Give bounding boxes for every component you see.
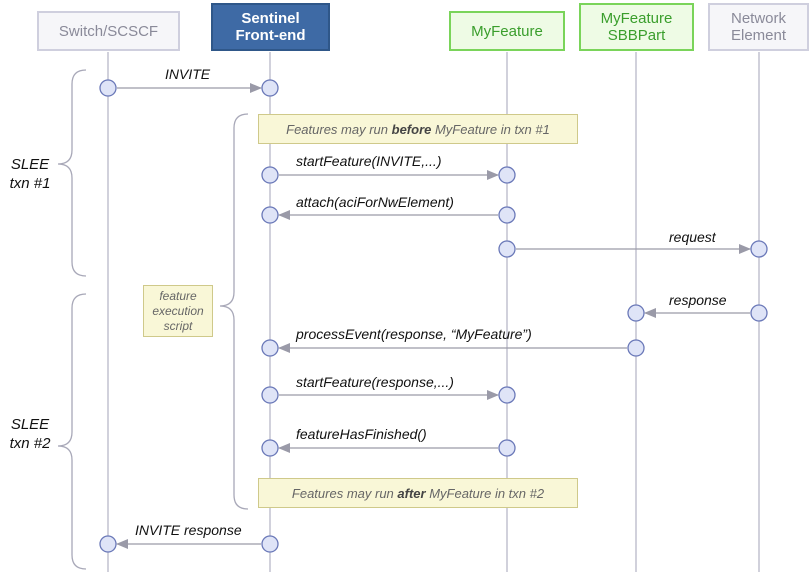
note-before: Features may run before MyFeature in txn… [258, 114, 578, 144]
msg-feature-has-finished: featureHasFinished() [296, 426, 427, 442]
note-after-post: MyFeature in txn #2 [425, 485, 545, 501]
node [261, 439, 279, 457]
node [99, 79, 117, 97]
txn2-line2: txn #2 [9, 435, 51, 452]
txn2-label: SLEE txn #2 [0, 415, 60, 453]
node [261, 166, 279, 184]
participant-sbbpart: MyFeature SBBPart [579, 3, 694, 51]
feature-script-brace [219, 113, 249, 510]
txn1-line2: txn #1 [9, 175, 51, 192]
note-before-bold: before [391, 121, 432, 137]
node [261, 339, 279, 357]
txn1-line1: SLEE [10, 156, 50, 173]
msg-start-feature-invite: startFeature(INVITE,...) [296, 153, 442, 169]
node [750, 304, 768, 322]
node [261, 386, 279, 404]
msg-start-feature-response: startFeature(response,...) [296, 374, 454, 390]
note-script-line3: script [163, 318, 193, 333]
node [261, 79, 279, 97]
participant-switch-label: Switch/SCSCF [58, 22, 159, 40]
msg-attach: attach(aciForNwElement) [296, 194, 454, 210]
node [498, 439, 516, 457]
txn1-label: SLEE txn #1 [0, 155, 60, 193]
note-feature-execution-script: feature execution script [143, 285, 213, 337]
participant-sbbpart-line2: SBBPart [607, 27, 666, 44]
participant-network: Network Element [708, 3, 809, 51]
node [627, 304, 645, 322]
msg-request: request [669, 229, 716, 245]
node [498, 166, 516, 184]
node [498, 206, 516, 224]
msg-invite: INVITE [165, 66, 211, 82]
node [261, 206, 279, 224]
msg-invite-response: INVITE response [135, 522, 242, 538]
participant-myfeature: MyFeature [449, 11, 565, 51]
participant-switch: Switch/SCSCF [37, 11, 180, 51]
node [261, 535, 279, 553]
note-script-line1: feature [159, 288, 197, 303]
msg-process-event: processEvent(response, “MyFeature”) [296, 326, 532, 342]
note-script-line2: execution [152, 303, 204, 318]
participant-myfeature-label: MyFeature [471, 22, 543, 40]
note-after-bold: after [397, 485, 426, 501]
note-before-post: MyFeature in txn #1 [431, 121, 550, 137]
participant-sentinel-line2: Front-end [235, 27, 306, 44]
node [750, 240, 768, 258]
txn1-brace [57, 69, 87, 277]
txn2-line1: SLEE [10, 416, 50, 433]
note-after-pre: Features may run [291, 485, 398, 501]
participant-network-line1: Network [730, 10, 786, 27]
participant-network-line2: Element [730, 27, 787, 44]
note-after: Features may run after MyFeature in txn … [258, 478, 578, 508]
node [99, 535, 117, 553]
participant-sbbpart-line1: MyFeature [600, 10, 673, 27]
node [498, 386, 516, 404]
participant-sentinel: Sentinel Front-end [211, 3, 330, 51]
node [627, 339, 645, 357]
msg-response: response [669, 292, 727, 308]
txn2-brace [57, 293, 87, 570]
participant-sentinel-line1: Sentinel [241, 10, 300, 27]
node [498, 240, 516, 258]
note-before-pre: Features may run [286, 121, 392, 137]
